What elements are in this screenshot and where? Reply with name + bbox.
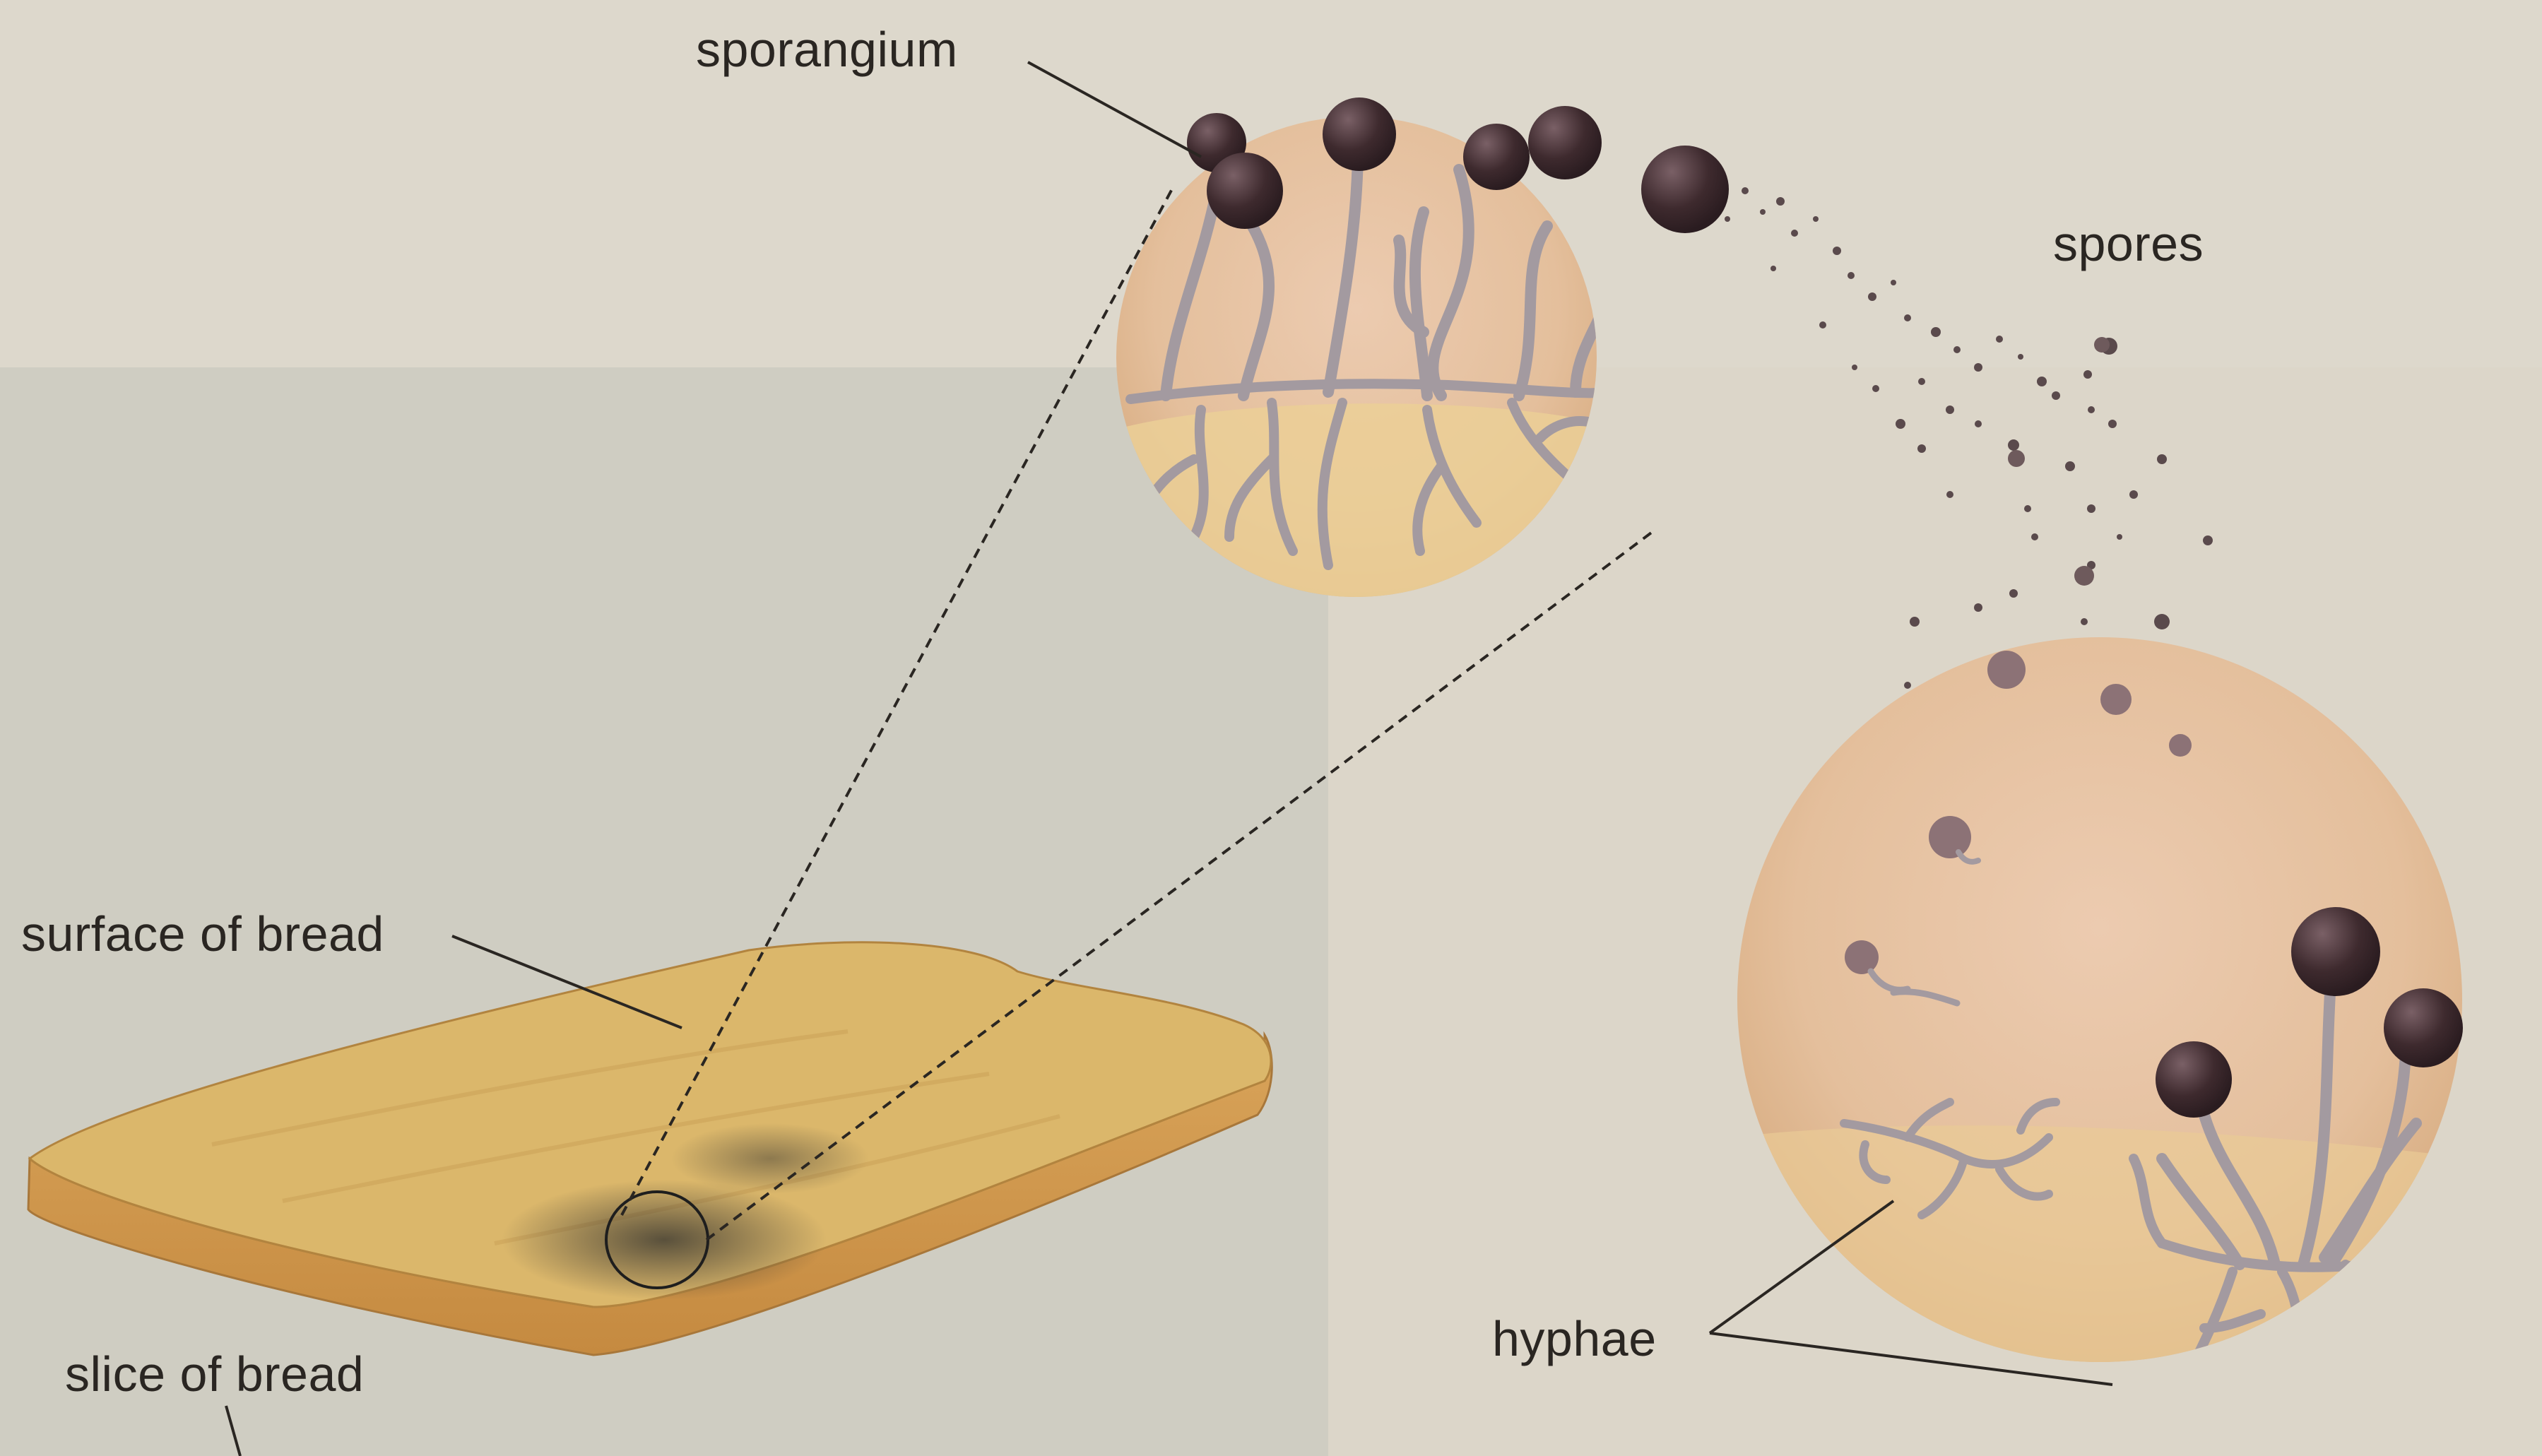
germinating-spore-2 — [1845, 940, 1879, 974]
germinating-spore-1 — [1929, 816, 1971, 858]
label-hyphae: hyphae — [1492, 1310, 1657, 1367]
landing-spore-2 — [2100, 684, 2132, 715]
sporangium-5 — [1528, 106, 1602, 179]
sporangium-bottom-3 — [2384, 988, 2463, 1067]
spore-large-1 — [2008, 450, 2025, 467]
spore-large-3 — [2074, 566, 2094, 586]
sporangium-bottom-2 — [2291, 907, 2380, 996]
sporangium-3 — [1323, 97, 1396, 171]
label-spores: spores — [2053, 215, 2204, 272]
mold-patch-secondary — [671, 1123, 869, 1194]
label-slice-of-bread: slice of bread — [65, 1346, 364, 1402]
label-surface-of-bread: surface of bread — [21, 906, 384, 962]
landing-spore-1 — [1987, 651, 2026, 689]
sporangium-bursting — [1641, 146, 1729, 233]
landing-spore-3 — [2169, 734, 2192, 757]
spore-large-2 — [2094, 337, 2110, 353]
label-sporangium: sporangium — [696, 21, 958, 78]
sporangium-bottom-1 — [2156, 1041, 2232, 1118]
mold-patch — [502, 1180, 827, 1300]
sporangium-4 — [1463, 124, 1530, 190]
sporangium-2 — [1207, 153, 1283, 229]
